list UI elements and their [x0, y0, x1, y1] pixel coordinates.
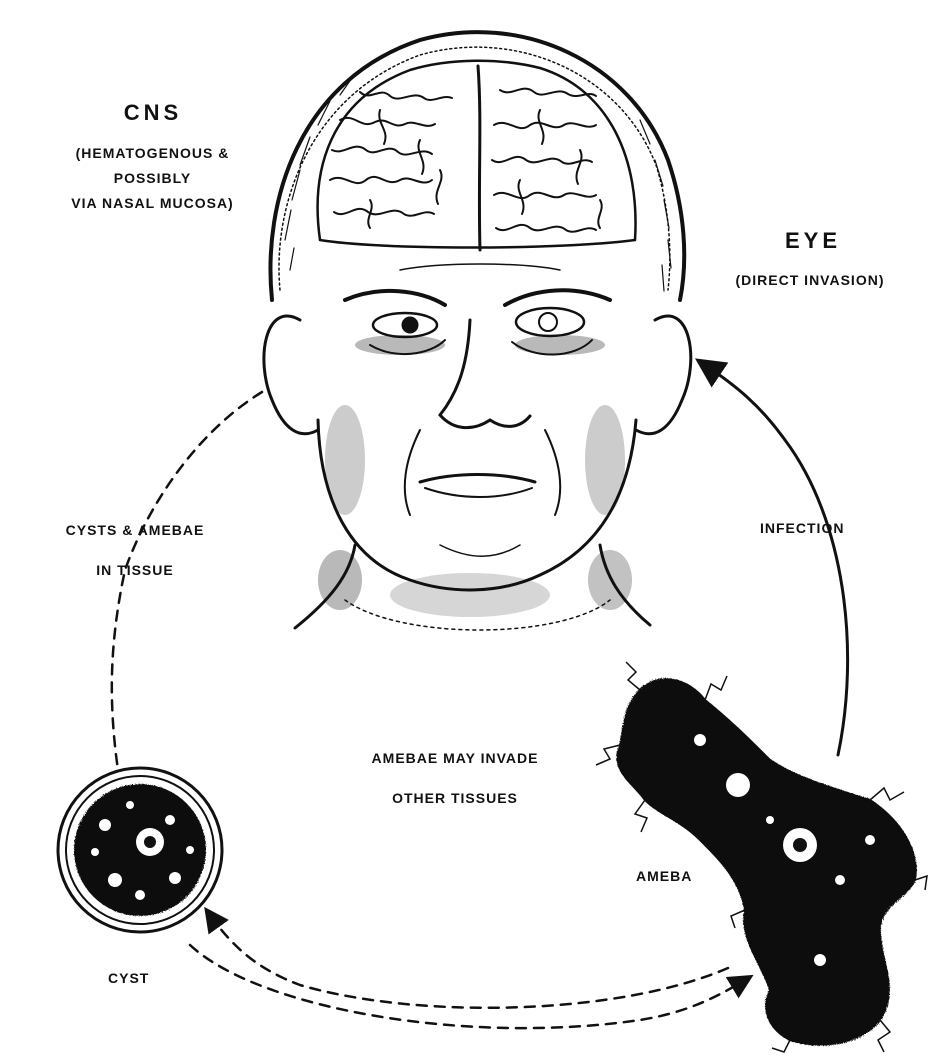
cyst-label: CYST — [108, 970, 149, 986]
cns-route-line-2: POSSIBLY — [10, 170, 295, 186]
eye-title: EYE — [738, 228, 888, 254]
cysts-amebae-line-1: CYSTS & AMEBAE — [20, 522, 250, 538]
cns-route-line-3: VIA NASAL MUCOSA) — [10, 195, 295, 211]
invade-line-2: OTHER TISSUES — [320, 790, 590, 806]
cns-title: CNS — [88, 100, 218, 126]
cycle-arrows — [112, 365, 848, 1028]
brain — [318, 61, 636, 250]
ameba-icon — [596, 662, 927, 1052]
head-to-cyst-dashed-path — [112, 392, 262, 770]
cyst-icon — [58, 768, 222, 932]
ameba-label: AMEBA — [636, 868, 692, 884]
infection-arrow — [705, 365, 848, 755]
cysts-amebae-line-2: IN TISSUE — [20, 562, 250, 578]
cyst-to-ameba-arrow — [190, 945, 745, 1028]
eye-route: (DIRECT INVASION) — [690, 272, 930, 288]
invade-line-1: AMEBAE MAY INVADE — [320, 750, 590, 766]
infection-label: INFECTION — [760, 520, 844, 536]
cns-route-line-1: (HEMATOGENOUS & — [10, 145, 295, 161]
head-icon — [264, 32, 691, 630]
